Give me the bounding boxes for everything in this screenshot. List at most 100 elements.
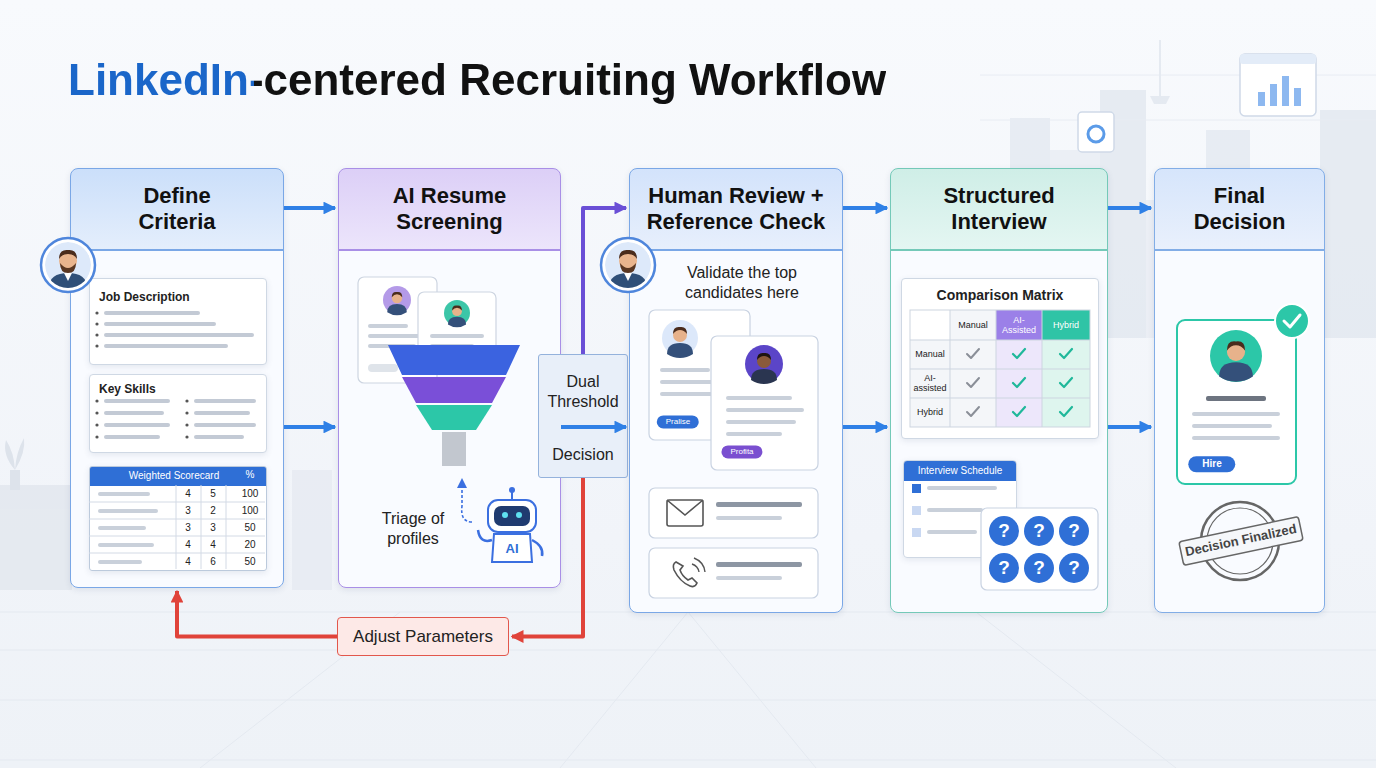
screening-funnel: [388, 345, 520, 466]
comparison-grid: [950, 310, 951, 427]
resume-card: [368, 324, 408, 328]
decision-stamp: [1207, 508, 1273, 574]
document-card: Key Skills: [89, 374, 267, 453]
flow-arrow: [583, 208, 626, 354]
node-heading: Final Decision: [1155, 169, 1324, 249]
hire-card: [1275, 304, 1309, 338]
bullet-lines: [104, 322, 216, 326]
bullet-lines: [194, 423, 256, 427]
resume-card: [358, 277, 437, 383]
office-silhouette: [0, 485, 72, 590]
dashboard-icon: [1282, 76, 1289, 106]
scorecard-grid: [98, 492, 150, 496]
comparison-grid: [1013, 349, 1072, 416]
bullet-lines: [185, 435, 188, 438]
candidate-card: [726, 396, 792, 400]
comparison-grid: [996, 310, 997, 427]
node-text: Validate the top candidates here: [654, 263, 830, 303]
chart-icon: [1078, 112, 1114, 152]
schedule-list: [912, 484, 921, 493]
floor-grid: [0, 700, 1376, 701]
hire-card: [1192, 436, 1280, 440]
comparison-grid: [1060, 349, 1072, 358]
phone-check: [673, 562, 697, 587]
resume-card: [430, 334, 484, 338]
office-silhouette: [10, 470, 20, 490]
robot-icon: [494, 506, 530, 526]
comparison-grid: [1013, 407, 1025, 416]
process-column: Structured InterviewComparison MatrixInt…: [890, 168, 1108, 613]
scorecard-grid: [89, 485, 265, 569]
candidate-card: [667, 327, 693, 358]
schedule-list: [927, 508, 983, 512]
schedule-list: [912, 528, 921, 537]
comparison-grid: [1013, 378, 1025, 387]
bullet-lines: [95, 311, 256, 439]
dashboard-icon: [1294, 88, 1301, 106]
person-avatar: [601, 238, 655, 292]
scorecard-grid: [98, 543, 154, 547]
question-card: [981, 508, 1098, 590]
candidate-card: [757, 354, 771, 368]
node-text: Triage of profiles: [365, 509, 461, 549]
bullet-lines: [95, 311, 98, 314]
comparison-grid: [967, 349, 979, 416]
office-silhouette: [292, 470, 332, 590]
process-column: Human Review + Reference CheckValidate t…: [629, 168, 843, 613]
comparison-grid: [996, 340, 1042, 427]
bullet-lines: [95, 423, 98, 426]
comparison-grid: [1013, 349, 1025, 358]
comparison-grid: [910, 310, 1090, 427]
screening-funnel: [388, 345, 520, 375]
scorecard-grid: [89, 519, 265, 520]
phone-check: [716, 576, 782, 580]
city-silhouette: [980, 120, 1376, 121]
candidate-card: [726, 408, 804, 412]
bullet-lines: [185, 423, 188, 426]
document-card: Job Description: [89, 278, 267, 365]
scorecard-grid: [98, 509, 158, 513]
question-card: [989, 516, 1089, 583]
flow-arrow: [561, 425, 626, 429]
bullet-lines: [104, 411, 164, 415]
hire-card: [1177, 320, 1296, 484]
candidate-card: [660, 392, 720, 396]
candidate-card: [649, 310, 818, 470]
bullet-lines: [95, 411, 98, 414]
phone-check: [649, 548, 818, 598]
hire-card: [1192, 412, 1280, 416]
scorecard-grid: [89, 553, 265, 554]
hire-card: [1219, 341, 1253, 381]
question-card: [1024, 516, 1054, 546]
email-check: [649, 488, 818, 538]
hire-card: [1192, 424, 1272, 428]
robot-icon: [462, 484, 472, 522]
candidate-card: [649, 310, 750, 440]
bullet-lines: [95, 435, 98, 438]
schedule-list: [927, 486, 997, 490]
comparison-grid: [1042, 310, 1090, 340]
process-column: Define CriteriaJob DescriptionKey Skills…: [70, 168, 284, 588]
candidate-card: [751, 353, 777, 384]
resume-card: [368, 364, 398, 372]
hire-card: [1210, 330, 1262, 382]
resume-card: [448, 306, 466, 328]
schedule-list: [912, 484, 997, 537]
diagram-title: LinkedIn-centered Recruiting Workflow: [68, 54, 886, 106]
comparison-grid: [910, 340, 1090, 341]
dashboard-icon: [1240, 54, 1316, 64]
floor-grid: [0, 650, 1376, 651]
resume-card: [430, 344, 474, 348]
question-card: [989, 553, 1019, 583]
bullet-lines: [95, 344, 98, 347]
bullet-lines: [104, 311, 200, 315]
city-silhouette: [1320, 110, 1376, 338]
comparison-grid: [967, 378, 979, 387]
question-card: [1059, 553, 1089, 583]
flow-arrow: [284, 425, 335, 429]
decision-stamp: [1179, 502, 1303, 580]
bullet-lines: [104, 435, 160, 439]
feedback-box: Adjust Parameters: [337, 617, 509, 656]
bullet-lines: [104, 423, 170, 427]
